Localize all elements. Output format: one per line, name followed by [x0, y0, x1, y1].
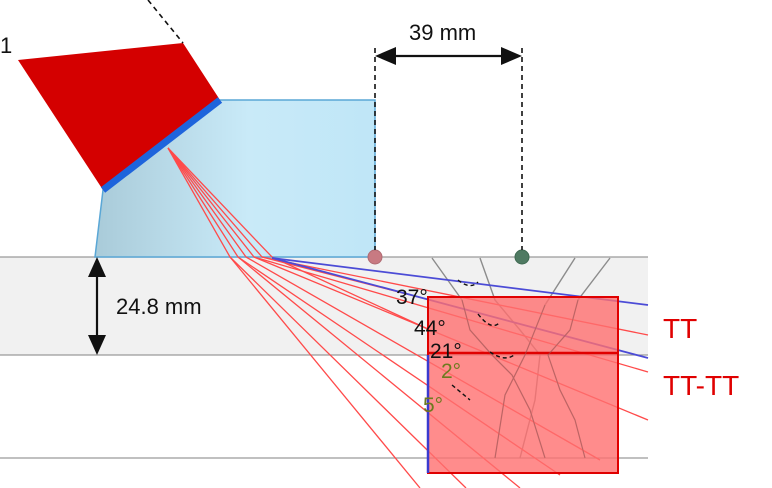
angle-label-5: 5° — [423, 394, 443, 417]
arrowhead-down — [88, 335, 106, 355]
ray-in-plate-2 — [229, 256, 467, 488]
ray-in-plate-10 — [271, 256, 431, 331]
ray-in-wedge-3 — [167, 147, 247, 258]
angle-arc-5 — [451, 384, 471, 401]
ray-in-wedge-4 — [167, 147, 255, 258]
arrowhead-up — [88, 257, 106, 277]
ray-in-wedge-2 — [167, 147, 239, 258]
angle-label-37: 37° — [396, 286, 428, 309]
ray-in-wedge-1 — [167, 147, 231, 258]
angle-arc-37 — [457, 279, 479, 287]
weld-center-marker — [514, 249, 530, 265]
mode-label-tt: TT — [663, 313, 697, 344]
ray-in-wedge-6 — [167, 147, 273, 258]
offset-dimension: 39 mm — [374, 20, 523, 250]
index-point-marker — [367, 249, 383, 265]
arrowhead-right — [501, 47, 522, 65]
probe-id-label: 1 — [0, 33, 12, 58]
angle-arc-21 — [489, 351, 515, 359]
probe-crystal — [100, 97, 223, 193]
angle-label-21: 21° — [430, 340, 462, 363]
angle-arcs — [451, 279, 515, 401]
offset-dimension-label: 39 mm — [409, 20, 476, 45]
arrowhead-left — [375, 47, 396, 65]
weld-bevel-overlay — [461, 299, 586, 459]
probe-axis-line — [147, 0, 184, 44]
mode-label-tt-tt: TT-TT — [663, 370, 739, 401]
angle-label-44: 44° — [414, 317, 446, 340]
thickness-dimension-label: 24.8 mm — [116, 294, 202, 319]
angle-arc-44 — [477, 313, 501, 327]
angle-label-2: 2° — [441, 360, 461, 383]
ray-in-plate-1 — [229, 256, 421, 488]
thickness-dimension: 24.8 mm — [88, 257, 202, 355]
focus-zone — [426, 296, 619, 474]
ray-in-wedge-5 — [167, 147, 263, 258]
probe-body — [18, 43, 220, 190]
focus-zone-box — [427, 296, 619, 474]
